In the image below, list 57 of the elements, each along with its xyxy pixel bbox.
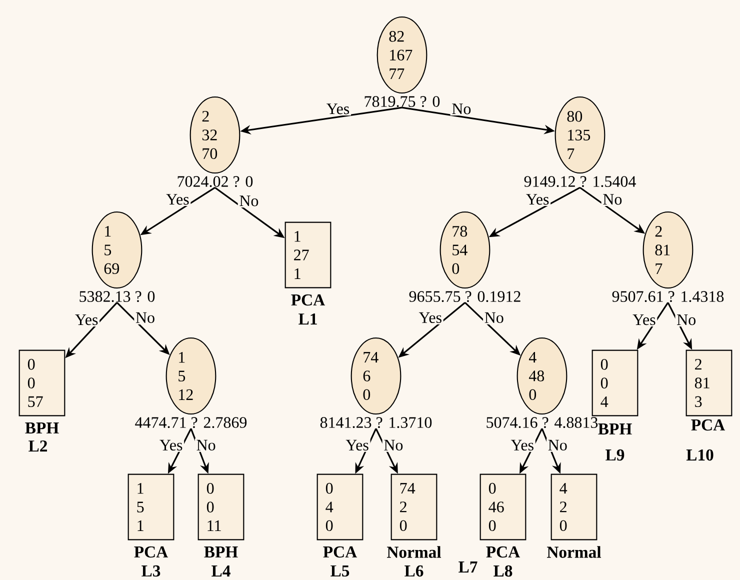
edge-label: Yes xyxy=(509,438,536,452)
leaf-id: L4 xyxy=(212,566,230,576)
edge-label: Yes xyxy=(325,102,351,116)
leaf-id: L8 xyxy=(494,565,512,577)
class-label: Normal xyxy=(387,546,442,558)
leaf-id: L1 xyxy=(298,314,317,324)
leaf-box: 0 4 0 xyxy=(316,474,364,540)
edge-label: Yes xyxy=(524,192,551,206)
leaf-id: L7 xyxy=(458,562,478,572)
class-label: PCA xyxy=(323,546,357,558)
edge-label: No xyxy=(675,313,698,326)
edge-label: No xyxy=(382,438,405,452)
split-condition: 7819.75 ? 0 xyxy=(364,96,440,107)
class-label: BPH xyxy=(598,424,632,434)
split-condition: 5074.16 ? 4.8813 xyxy=(486,417,598,428)
leaf-id: L3 xyxy=(142,565,160,577)
edge-label: No xyxy=(546,438,569,452)
leaf-id: L5 xyxy=(330,565,350,577)
leaf-box: 1 27 1 xyxy=(284,222,332,288)
edge-label: No xyxy=(483,311,506,324)
split-condition: 8141.23 ? 1.3710 xyxy=(320,417,432,428)
edge-label: Yes xyxy=(74,313,100,326)
leaf-id: L10 xyxy=(686,449,714,461)
leaf-box: 4 2 0 xyxy=(550,474,598,540)
class-label: Normal xyxy=(547,546,602,558)
edge-label: No xyxy=(450,102,473,116)
leaf-box: 0 0 11 xyxy=(198,474,244,540)
split-condition: 9655.75 ? 0.1912 xyxy=(409,291,520,302)
leaf-box: 0 46 0 xyxy=(480,474,526,540)
split-condition: 9507.61 ? 1.4318 xyxy=(612,291,724,302)
leaf-id: L2 xyxy=(28,440,47,452)
split-condition: 5382.13 ? 0 xyxy=(80,291,155,302)
class-label: PCA xyxy=(691,419,725,431)
edge-label: No xyxy=(238,194,260,208)
edge-label: Yes xyxy=(164,192,191,206)
class-label: PCA xyxy=(486,546,520,558)
leaf-box: 1 5 1 xyxy=(128,474,174,540)
edge-label: Yes xyxy=(344,438,370,452)
edge-label: No xyxy=(194,438,218,452)
leaf-id: L6 xyxy=(404,565,424,577)
split-condition: 7024.02 ? 0 xyxy=(178,176,253,187)
edge-label: Yes xyxy=(417,311,444,324)
class-label: PCA xyxy=(134,546,168,558)
leaf-box: 0 0 57 xyxy=(18,350,66,416)
leaf-box: 2 81 3 xyxy=(686,350,732,416)
leaf-id: L9 xyxy=(606,449,624,461)
class-label: PCA xyxy=(291,294,325,306)
split-condition: 4474.71 ? 2.7869 xyxy=(135,417,247,428)
edge-label: Yes xyxy=(631,313,658,326)
class-label: BPH xyxy=(204,546,238,558)
split-condition: 9149.12 ? 1.5404 xyxy=(524,176,636,187)
edge-label: No xyxy=(601,192,624,206)
leaf-box: 74 2 0 xyxy=(390,474,438,540)
edge-label: Yes xyxy=(158,438,184,452)
leaf-box: 0 0 4 xyxy=(592,350,638,416)
edge-label: No xyxy=(134,311,156,324)
class-label: BPH xyxy=(25,422,59,434)
